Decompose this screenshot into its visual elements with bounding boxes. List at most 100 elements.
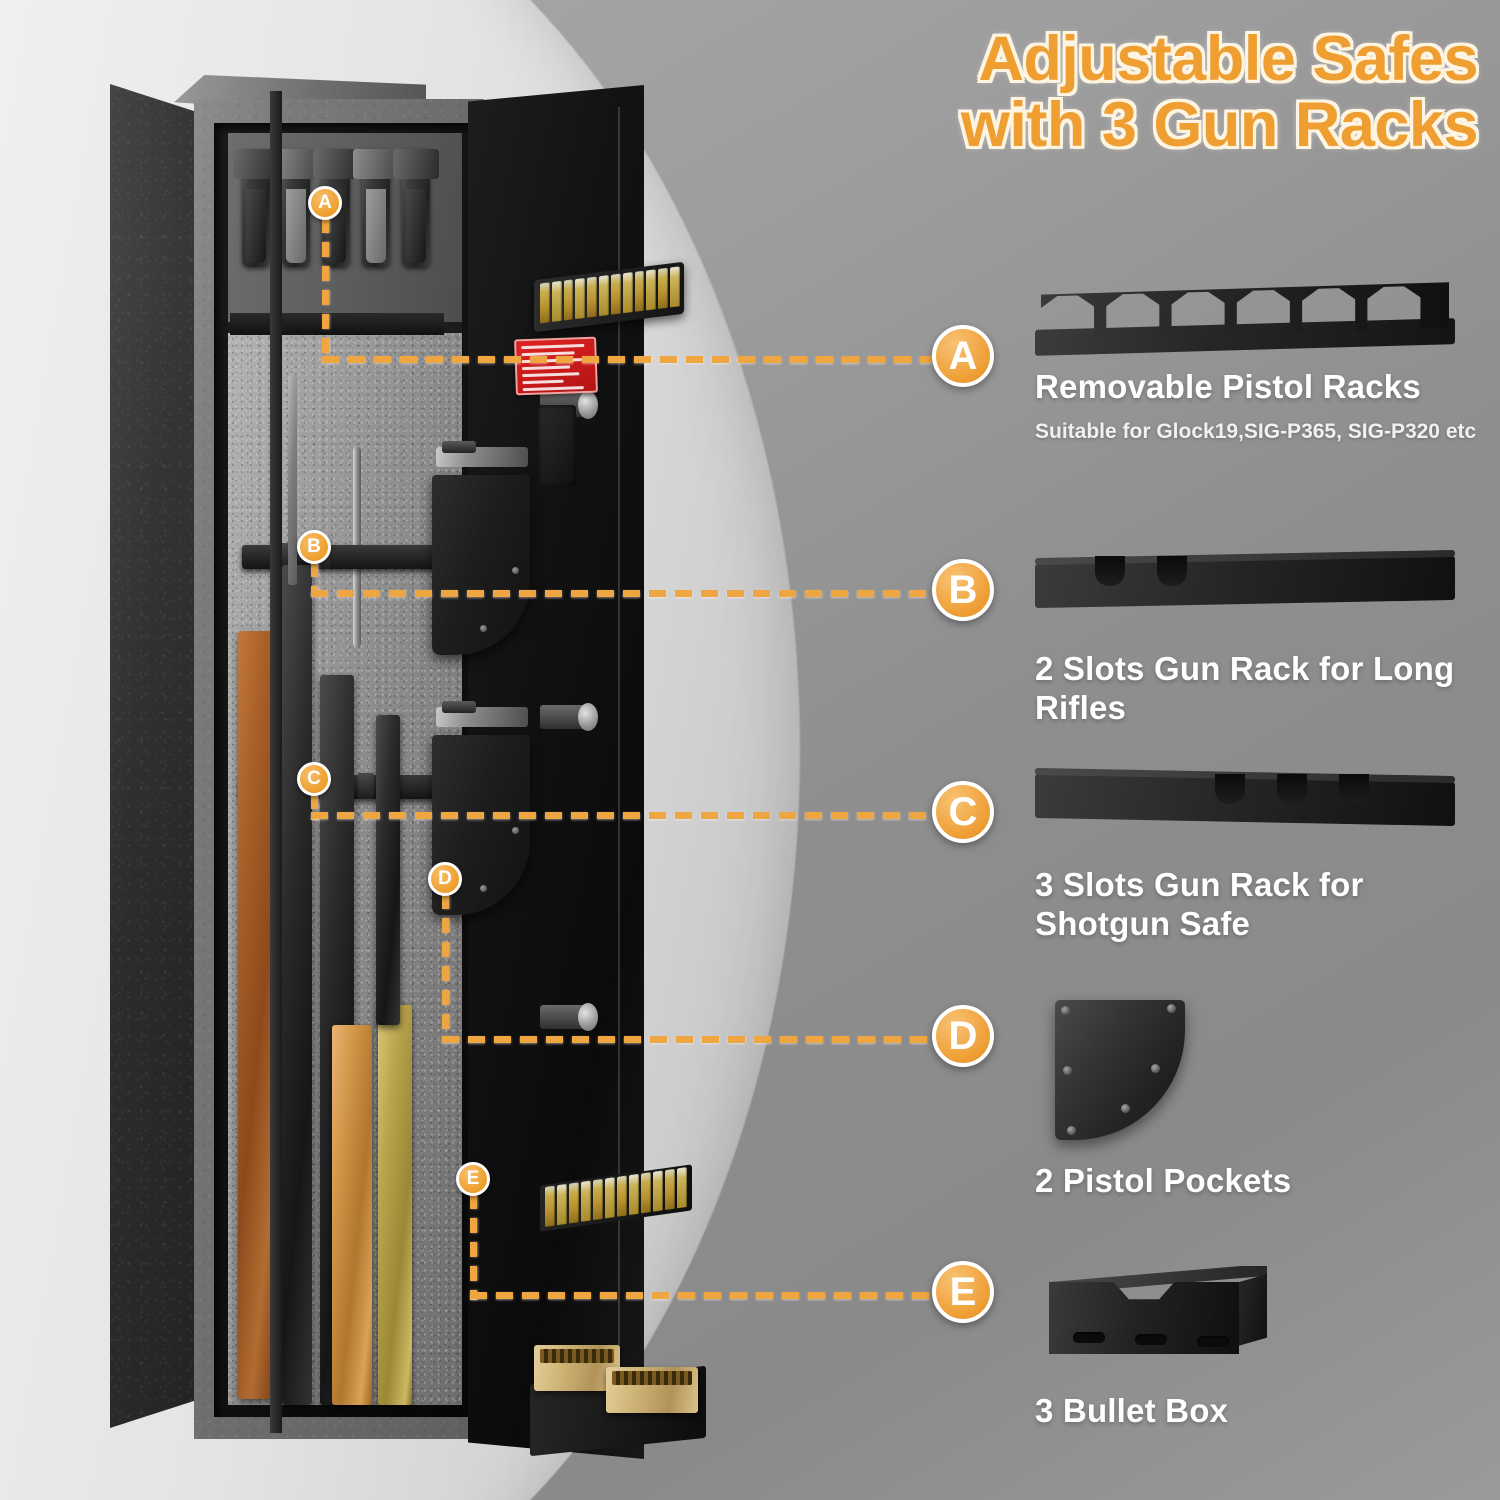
feature-e-title: 3 Bullet Box (1035, 1392, 1229, 1429)
rack-notch (1339, 774, 1369, 804)
cartridge (545, 1185, 555, 1227)
pistol-4 (353, 149, 399, 267)
feature-d-title: 2 Pistol Pockets (1035, 1162, 1292, 1199)
feature-c-title: 3 Slots Gun Rack for Shotgun Safe (1035, 866, 1364, 942)
callout-marker-d-label: D (438, 868, 452, 889)
pocket-rivet (480, 885, 487, 892)
pistol-slide (353, 149, 399, 179)
title-line-1: Adjustable Safes (978, 24, 1478, 94)
cartridge (575, 277, 586, 320)
warning-text-line (522, 372, 580, 378)
pistol-sight (442, 441, 476, 453)
pistol-2 (273, 149, 319, 267)
callout-marker-e: E (456, 1162, 490, 1196)
cartridge (581, 1180, 591, 1222)
feature-a-subtitle: Suitable for Glock19,SIG-P365, SIG-P320 … (1035, 419, 1477, 443)
rack-notch (1095, 556, 1125, 586)
bolt-cap (578, 391, 598, 419)
cartridge (569, 1182, 579, 1224)
long-gun-tan-rifle (378, 1005, 412, 1405)
callout-marker-d: D (428, 862, 462, 896)
feature-block-c: 3 Slots Gun Rack for Shotgun Safe (1035, 767, 1495, 944)
cartridge (629, 1173, 639, 1216)
long-gun-black-rifle (282, 565, 312, 1405)
feature-block-d: 2 Pistol Pockets (1035, 994, 1495, 1201)
cartridge (622, 272, 633, 314)
holstered-pistol-upper (436, 441, 528, 483)
callout-badge-c: C (932, 781, 994, 843)
pocket-rivet (512, 567, 519, 574)
connector-e-vertical (470, 1194, 477, 1300)
pistol-pocket-upper (432, 441, 530, 655)
ammo-box-2 (606, 1367, 698, 1413)
connector-d-horizontal (442, 1036, 932, 1043)
cartridge (677, 1167, 687, 1209)
callout-marker-b-label: B (307, 536, 321, 557)
pistol-grip (366, 189, 386, 263)
pocket-rivet (1167, 1004, 1176, 1013)
cartridge (551, 280, 562, 323)
feature-b-title: 2 Slots Gun Rack for Long Rifles (1035, 650, 1455, 726)
product-image-bullet-box (1035, 1254, 1455, 1374)
feature-block-b: 2 Slots Gun Rack for Long Rifles (1035, 549, 1495, 728)
callout-badge-b-label: B (948, 568, 978, 612)
page-title: Adjustable Safes with 3 Gun Racks (738, 24, 1479, 158)
bolt-cap (578, 1003, 598, 1031)
gun-safe-illustration (110, 75, 706, 1459)
pistol-grip (246, 189, 266, 263)
long-gun-wood-shotgun (332, 1025, 372, 1405)
box-slot (1135, 1334, 1167, 1345)
connector-a-horizontal (322, 356, 932, 363)
cartridge (610, 273, 621, 315)
long-gun-upper-receiver (376, 715, 400, 1025)
connector-c-horizontal (311, 812, 932, 819)
removable-pistol-rack-installed (230, 313, 444, 335)
connector-a-vertical (322, 218, 329, 360)
rack-notch (358, 773, 374, 799)
lock-keypad-panel[interactable] (538, 405, 576, 487)
product-image-pistol-rack (1035, 272, 1455, 356)
callout-marker-a-label: A (318, 192, 332, 213)
rack-notch (1157, 556, 1187, 586)
connector-b-horizontal (311, 590, 932, 597)
box-slot (1073, 1332, 1105, 1343)
feature-a-title: Removable Pistol Racks (1035, 368, 1421, 405)
cartridge (557, 1183, 567, 1226)
long-gun-wood-rifle (238, 631, 274, 1399)
cartridge (587, 276, 598, 318)
warning-text-line (521, 344, 584, 350)
warning-label (514, 336, 598, 396)
cartridge (665, 1168, 675, 1211)
connector-c-vertical (311, 794, 318, 820)
box-slot (1197, 1336, 1229, 1347)
cartridge (563, 279, 574, 321)
callout-badge-c-label: C (948, 790, 978, 834)
pistol-grip (406, 189, 426, 263)
pistol-slide (393, 149, 439, 179)
warning-text-line (522, 365, 570, 371)
callout-badge-d-label: D (948, 1014, 978, 1058)
door-outer-edge (270, 91, 282, 1433)
callout-marker-b: B (297, 530, 331, 564)
callout-badge-e: E (932, 1261, 994, 1323)
pistol-5 (393, 149, 439, 267)
safe-left-side-panel (110, 84, 202, 1428)
cartridge (593, 1178, 603, 1221)
rack-notch (1277, 774, 1307, 804)
pocket-rivet (1121, 1104, 1130, 1113)
cartridge (540, 282, 550, 324)
pocket-rivet (1067, 1126, 1076, 1135)
pocket-rivet (512, 827, 519, 834)
callout-badge-a: A (932, 325, 994, 387)
cartridge (605, 1177, 615, 1219)
product-image-three-slot-rack (1035, 767, 1455, 832)
cartridge (617, 1175, 627, 1217)
pistol-grip (286, 189, 306, 263)
long-gun-barrel (288, 375, 297, 585)
door-seam-line (618, 107, 620, 1437)
warning-text-line (522, 379, 564, 385)
callout-badge-e-label: E (949, 1270, 977, 1314)
callout-marker-a: A (308, 186, 342, 220)
pocket-rivet (1061, 1006, 1070, 1015)
cartridge (646, 269, 657, 311)
